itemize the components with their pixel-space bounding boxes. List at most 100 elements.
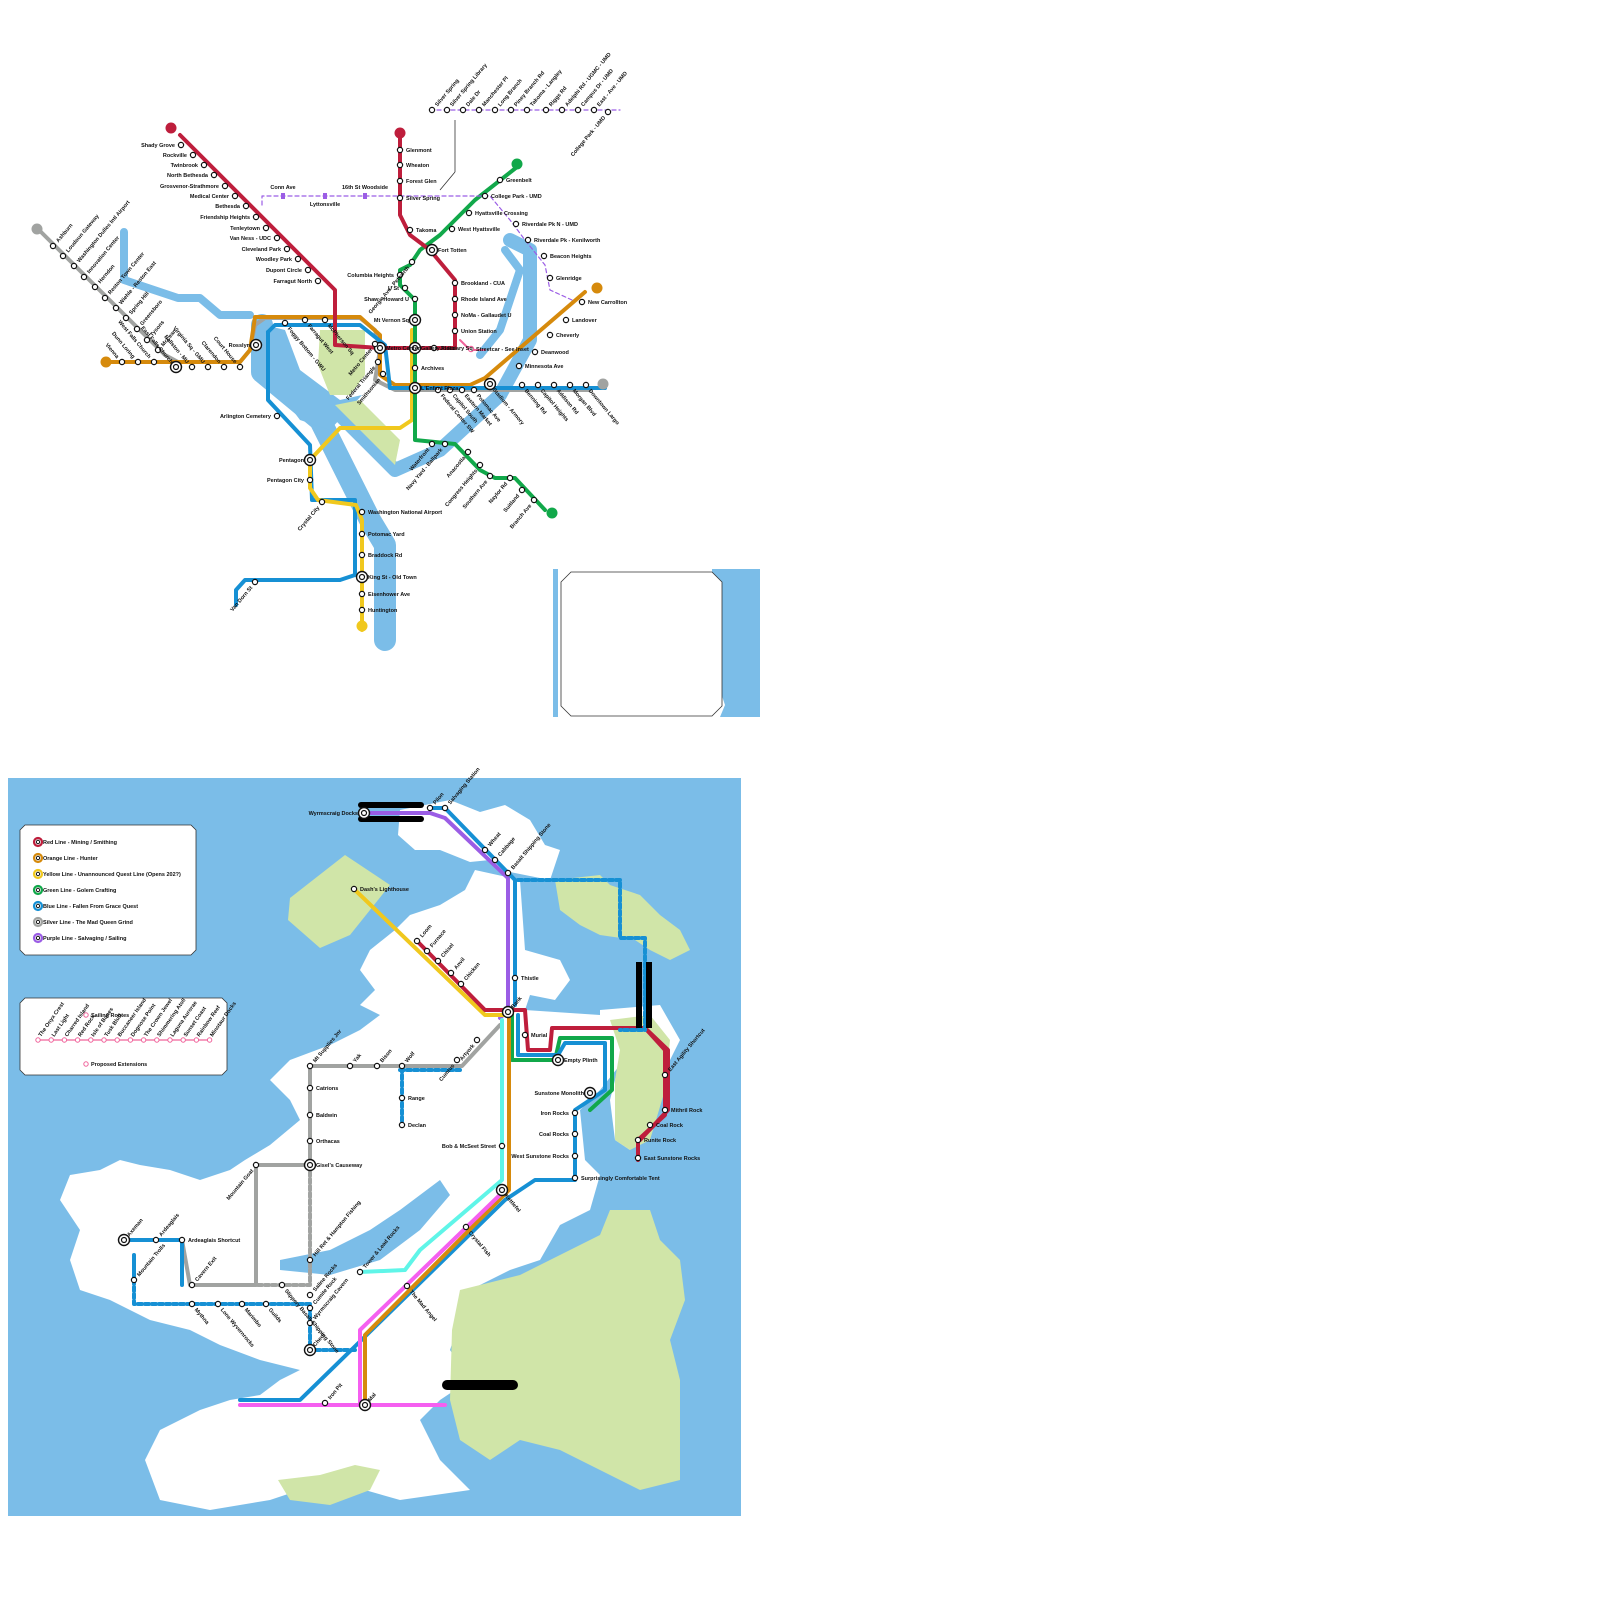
station-bethesda[interactable] — [242, 202, 250, 210]
station-tower-lead-rocks[interactable] — [356, 1268, 364, 1276]
sailing-stop-dognose-point[interactable] — [127, 1037, 134, 1043]
station-east-agility-shortcut[interactable] — [661, 1071, 669, 1079]
station-ardeaglais-shortcut[interactable] — [178, 1236, 186, 1244]
station-spring-hill[interactable] — [122, 314, 130, 322]
station-washington-dulles-intl-airport[interactable] — [70, 262, 78, 270]
station-cleveland-park[interactable] — [283, 245, 291, 253]
station-glenmont[interactable] — [396, 146, 404, 154]
station-mclean[interactable] — [154, 346, 162, 354]
station-deanwood[interactable] — [531, 348, 539, 356]
station-west-sunstone-rocks[interactable] — [571, 1152, 579, 1160]
station-arlington-cemetery[interactable] — [273, 412, 281, 420]
station-thistle[interactable] — [511, 974, 519, 982]
station-friendship-heights[interactable] — [252, 213, 260, 221]
station-ardeaglais[interactable] — [152, 1236, 160, 1244]
station-u-st[interactable] — [401, 284, 409, 292]
station-west-hyattsville[interactable] — [448, 225, 456, 233]
station-court-house[interactable] — [236, 363, 244, 371]
station-cabbage[interactable] — [491, 856, 499, 864]
station-mythna[interactable] — [188, 1300, 196, 1308]
sailing-stop-the-crown-jewel[interactable] — [140, 1037, 147, 1043]
station-noma-gallaudet-u[interactable] — [451, 311, 459, 319]
station-dash-s-lighthouse[interactable] — [350, 885, 358, 893]
sailing-stop-tusk-bluff[interactable] — [101, 1037, 107, 1043]
station-mountain-goat[interactable] — [252, 1161, 260, 1169]
station-branch-ave[interactable] — [530, 496, 538, 504]
station-benning-rd[interactable] — [518, 381, 526, 389]
station-tysons[interactable] — [143, 336, 151, 344]
station-murial[interactable] — [521, 1031, 529, 1039]
station-wolf[interactable] — [398, 1062, 406, 1070]
station-range[interactable] — [398, 1094, 406, 1102]
station-eisenhower-ave[interactable] — [358, 590, 366, 598]
station-16th-st-woodside[interactable] — [363, 193, 367, 199]
station-piney-branch-rd[interactable] — [507, 106, 515, 114]
station-dale-dr[interactable] — [459, 106, 467, 114]
station-dunn-loring[interactable] — [134, 358, 142, 366]
station-campus-dr-umd[interactable] — [574, 106, 582, 114]
station-mcpherson-sq[interactable] — [321, 316, 329, 324]
station-artyork[interactable] — [473, 1036, 481, 1044]
station-lyttonsville[interactable] — [323, 193, 327, 199]
station-greenbelt[interactable] — [496, 176, 504, 184]
station-catrions[interactable] — [306, 1084, 314, 1092]
sailing-stop-charred-island[interactable] — [61, 1037, 68, 1043]
station-rockville[interactable] — [189, 151, 197, 159]
station-columbia-heights[interactable] — [396, 271, 404, 279]
station-navy-yard-ballpark[interactable] — [441, 440, 449, 448]
station-minnesota-ave[interactable] — [515, 362, 523, 370]
station-capitol-south[interactable] — [446, 386, 454, 394]
station-braddock-rd[interactable] — [358, 551, 366, 559]
station-southern-ave[interactable] — [486, 472, 494, 480]
station-wiehle-reston-east[interactable] — [112, 304, 120, 312]
station-brookland-cua[interactable] — [451, 279, 459, 287]
station-congress-heights[interactable] — [476, 461, 484, 469]
station-twinbrook[interactable] — [200, 161, 208, 169]
station-dupont-circle[interactable] — [304, 266, 312, 274]
station-federal-center-sw[interactable] — [434, 386, 442, 394]
station-marimbo[interactable] — [238, 1300, 246, 1308]
station-landover[interactable] — [562, 316, 570, 324]
station-van-dorn-st[interactable] — [251, 578, 259, 586]
station-judiciary-sq[interactable] — [430, 344, 438, 352]
station-iron-pit[interactable] — [321, 1399, 329, 1407]
station-virginia-sq-gmu[interactable] — [204, 363, 212, 371]
station-riverdale-pk-kenilworth[interactable] — [524, 236, 532, 244]
sailing-stop-isle-of-bones[interactable] — [88, 1037, 94, 1043]
station-anvil[interactable] — [447, 969, 455, 977]
station-farragut-north[interactable] — [314, 277, 322, 285]
sailing-stop-buccaneer-island[interactable] — [114, 1037, 120, 1043]
station-federal-triangle[interactable] — [374, 358, 382, 366]
station-cumtus[interactable] — [453, 1056, 461, 1064]
station-woodley-park[interactable] — [294, 255, 302, 263]
station-wyrmscraig-cavern[interactable] — [306, 1319, 314, 1327]
station-slippery-basalt-shipping-stone[interactable] — [278, 1281, 286, 1289]
station-orthacas[interactable] — [306, 1137, 314, 1145]
station-van-ness-udc[interactable] — [273, 234, 281, 242]
station-bob-mcseet-street[interactable] — [498, 1142, 506, 1150]
station-saline-rocks[interactable] — [306, 1291, 314, 1299]
station-waterfront[interactable] — [428, 440, 436, 448]
station-cheverly[interactable] — [546, 331, 554, 339]
sailing-stop-shimmering-atoll[interactable] — [154, 1037, 160, 1043]
station-runite-rock[interactable] — [634, 1136, 642, 1144]
station-loudoun-gateway[interactable] — [59, 252, 67, 260]
station-rhode-island-ave[interactable] — [451, 295, 459, 303]
station-medical-center[interactable] — [231, 192, 239, 200]
station-hyattsville-crossing[interactable] — [465, 209, 473, 217]
station-cavern-exit[interactable] — [188, 1281, 196, 1289]
station-surprisingly-comfortable-tent[interactable] — [571, 1174, 579, 1182]
station-riggs-rd[interactable] — [542, 106, 550, 114]
station-baldwin[interactable] — [306, 1111, 314, 1119]
station-forest-glen[interactable] — [396, 177, 404, 185]
station-washington-national-airport[interactable] — [358, 508, 366, 516]
station-tenleytown[interactable] — [262, 224, 270, 232]
station-basalt-shipping-stone[interactable] — [504, 869, 512, 877]
station-silver-spring[interactable] — [396, 194, 404, 202]
station-capitol-heights[interactable] — [534, 381, 542, 389]
station-anacostia[interactable] — [464, 448, 472, 456]
station-mountain-trolls[interactable] — [130, 1276, 138, 1284]
station-downtown-largo[interactable] — [582, 381, 590, 389]
station-mt-supplies-jnr[interactable] — [306, 1062, 314, 1070]
station-suitland[interactable] — [518, 486, 526, 494]
